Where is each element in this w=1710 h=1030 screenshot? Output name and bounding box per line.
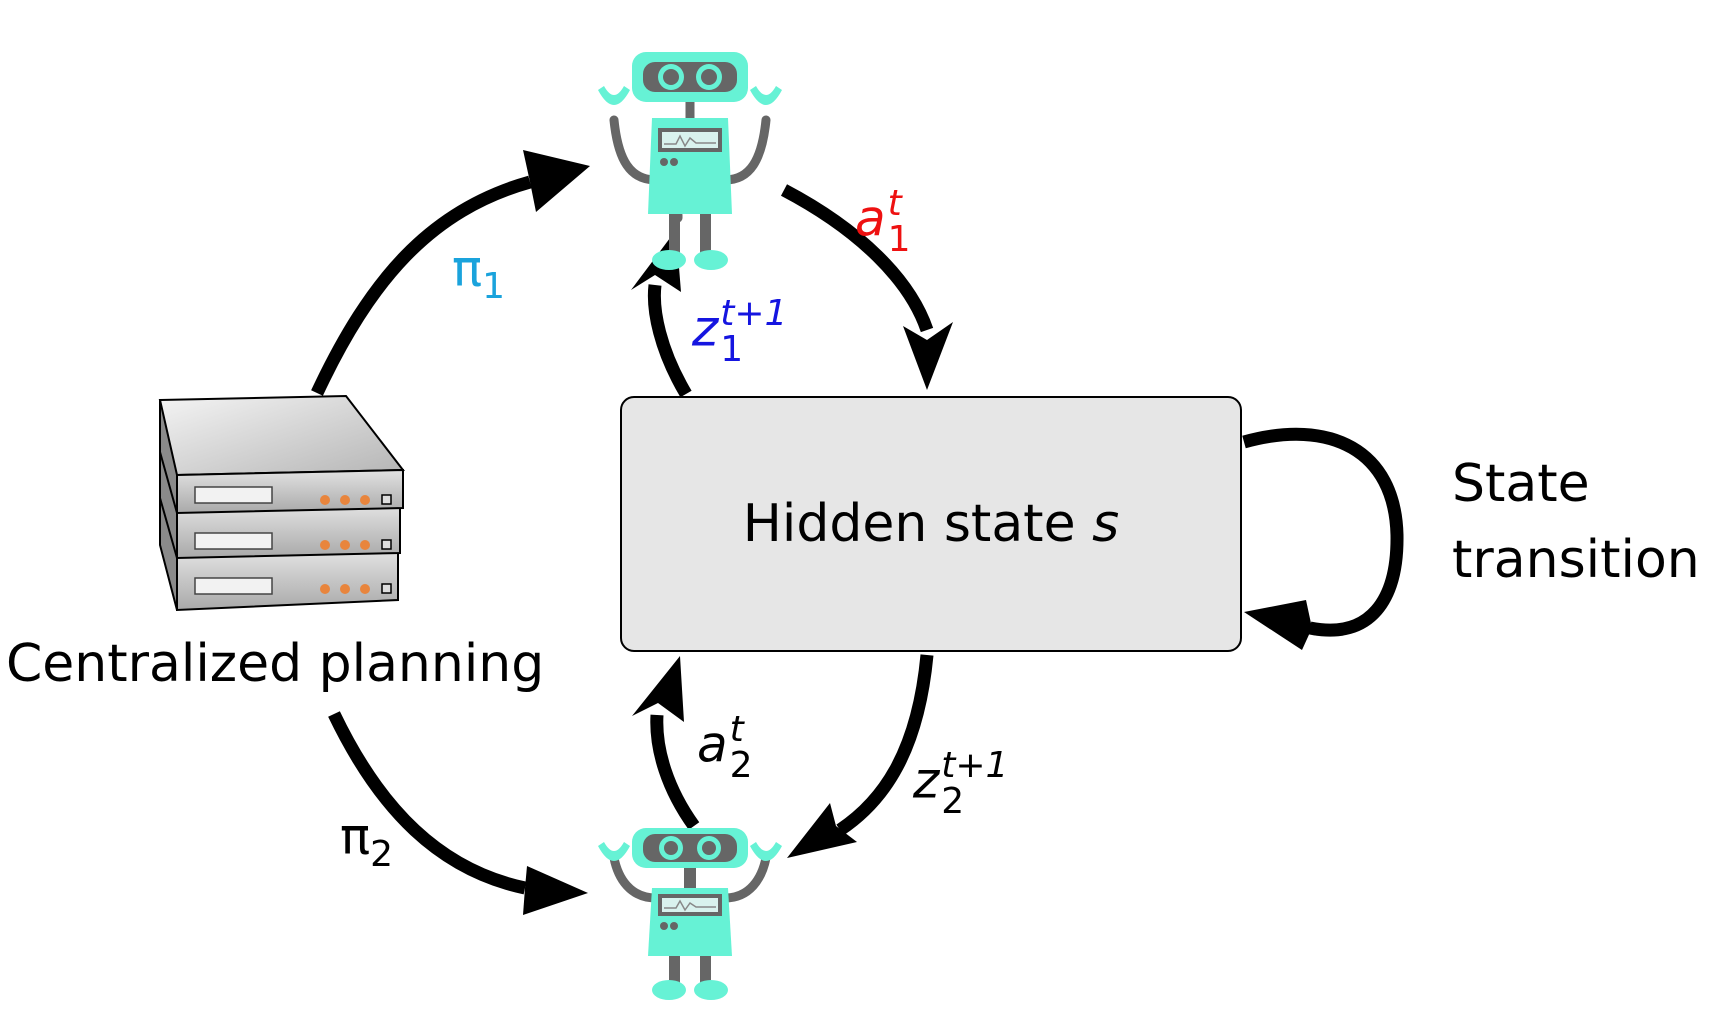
pi2-subscript: 2 <box>370 834 394 875</box>
centralized-planning-label: Centralized planning <box>6 634 545 694</box>
hidden-state-label: Hidden state s <box>743 494 1119 554</box>
arrow-a1 <box>780 184 953 390</box>
a1-symbol: a <box>855 189 886 248</box>
arrow-state-transition <box>1242 427 1404 650</box>
server-stack-icon <box>158 394 405 612</box>
a2-superscript: t <box>729 709 744 750</box>
a2-symbol: a <box>697 715 728 774</box>
label-pi1: π1 <box>452 244 505 305</box>
arrow-pi1 <box>311 150 590 396</box>
z1-superscript: t+1 <box>720 293 788 334</box>
z1-subscript: 1 <box>720 329 744 370</box>
pi1-symbol: π <box>452 240 483 298</box>
a1-superscript: t <box>887 183 902 224</box>
hidden-state-variable: s <box>1092 494 1120 554</box>
hidden-state-text: Hidden state <box>742 494 1076 554</box>
robot-1-icon <box>598 52 782 270</box>
z2-superscript: t+1 <box>941 745 1009 786</box>
arrow-z2 <box>787 654 934 858</box>
state-transition-line2: transition <box>1452 530 1700 590</box>
z1-symbol: z <box>692 299 719 358</box>
state-transition-line1: State <box>1452 454 1590 514</box>
robot-2-icon <box>598 828 782 1000</box>
arrow-a2 <box>632 656 700 830</box>
a2-subscript: 2 <box>729 745 753 786</box>
pi2-symbol: π <box>340 808 371 866</box>
label-pi2: π2 <box>340 812 393 873</box>
hidden-state-box: Hidden state s <box>620 396 1242 652</box>
z2-symbol: z <box>913 751 940 810</box>
pi1-subscript: 1 <box>482 266 506 307</box>
z2-subscript: 2 <box>941 781 965 822</box>
a1-subscript: 1 <box>887 219 911 260</box>
arrow-pi2 <box>328 711 588 915</box>
